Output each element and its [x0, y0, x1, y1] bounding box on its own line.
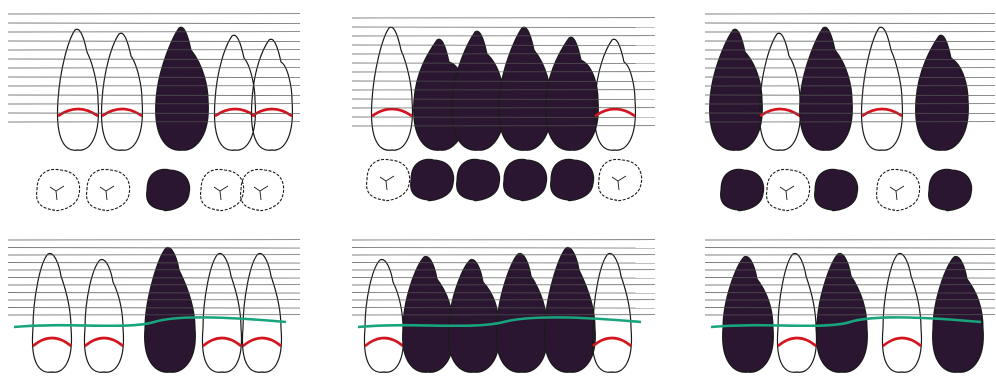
tooth-center-lower-6[interactable] [592, 254, 631, 373]
tooth-right-lower-2[interactable] [777, 254, 816, 373]
tooth-left-lower-4[interactable] [202, 254, 241, 373]
upper-rules-left [8, 14, 300, 122]
tooth-right-occ-3[interactable] [815, 169, 858, 210]
panel-right [710, 27, 984, 372]
tooth-center-occ-4[interactable] [504, 159, 547, 200]
lower-arch-left [32, 248, 281, 373]
tooth-right-occ-5[interactable] [929, 169, 972, 210]
tooth-center-lower-2[interactable] [403, 257, 454, 373]
upper-arch-right [710, 27, 969, 150]
tooth-left-upper-5[interactable] [252, 39, 293, 150]
lower-arch-center [364, 248, 631, 373]
tooth-left-upper-4[interactable] [215, 35, 256, 150]
tooth-right-lower-4[interactable] [882, 254, 921, 373]
tooth-center-occ-1[interactable] [367, 159, 410, 200]
tooth-left-occ-5[interactable] [241, 169, 284, 210]
tooth-center-upper-3[interactable] [452, 31, 505, 150]
occlusal-row-right [721, 169, 972, 210]
tooth-left-lower-2[interactable] [84, 260, 123, 373]
tooth-right-occ-4[interactable] [877, 169, 920, 210]
tooth-center-occ-6[interactable] [599, 159, 642, 200]
upper-arch-left [58, 27, 293, 150]
tooth-right-upper-1[interactable] [710, 29, 763, 150]
tooth-center-upper-6[interactable] [595, 39, 636, 150]
tooth-right-upper-4[interactable] [862, 27, 903, 150]
tooth-left-upper-2[interactable] [102, 33, 143, 150]
tooth-center-lower-3[interactable] [449, 260, 500, 373]
tooth-left-occ-2[interactable] [87, 169, 130, 210]
tooth-right-lower-1[interactable] [723, 257, 774, 373]
tooth-center-lower-5[interactable] [545, 248, 596, 373]
tooth-left-lower-5[interactable] [242, 254, 281, 373]
tooth-center-occ-5[interactable] [551, 159, 594, 200]
tooth-left-lower-3[interactable] [145, 248, 196, 373]
panel-center [358, 27, 642, 372]
tooth-right-upper-3[interactable] [800, 27, 853, 150]
tooth-right-occ-1[interactable] [721, 169, 764, 210]
tooth-center-occ-2[interactable] [411, 159, 454, 200]
tooth-center-upper-1[interactable] [372, 27, 413, 150]
tooth-left-occ-1[interactable] [37, 169, 80, 210]
panel-left [14, 27, 292, 372]
lower-arch-right [723, 254, 984, 373]
tooth-right-upper-5[interactable] [916, 35, 969, 150]
occlusal-row-center [367, 159, 642, 200]
tooth-left-occ-3[interactable] [147, 169, 190, 210]
tooth-left-upper-1[interactable] [58, 29, 99, 150]
tooth-left-occ-4[interactable] [201, 169, 244, 210]
tooth-left-lower-1[interactable] [32, 254, 71, 373]
tooth-center-lower-1[interactable] [364, 260, 403, 373]
tooth-right-upper-2[interactable] [760, 33, 801, 150]
tooth-left-upper-3[interactable] [156, 27, 209, 150]
tooth-right-lower-3[interactable] [817, 254, 868, 373]
tooth-center-occ-3[interactable] [457, 159, 500, 200]
tooth-right-occ-2[interactable] [767, 169, 810, 210]
tooth-center-lower-4[interactable] [497, 254, 548, 373]
occlusal-row-left [37, 169, 284, 210]
